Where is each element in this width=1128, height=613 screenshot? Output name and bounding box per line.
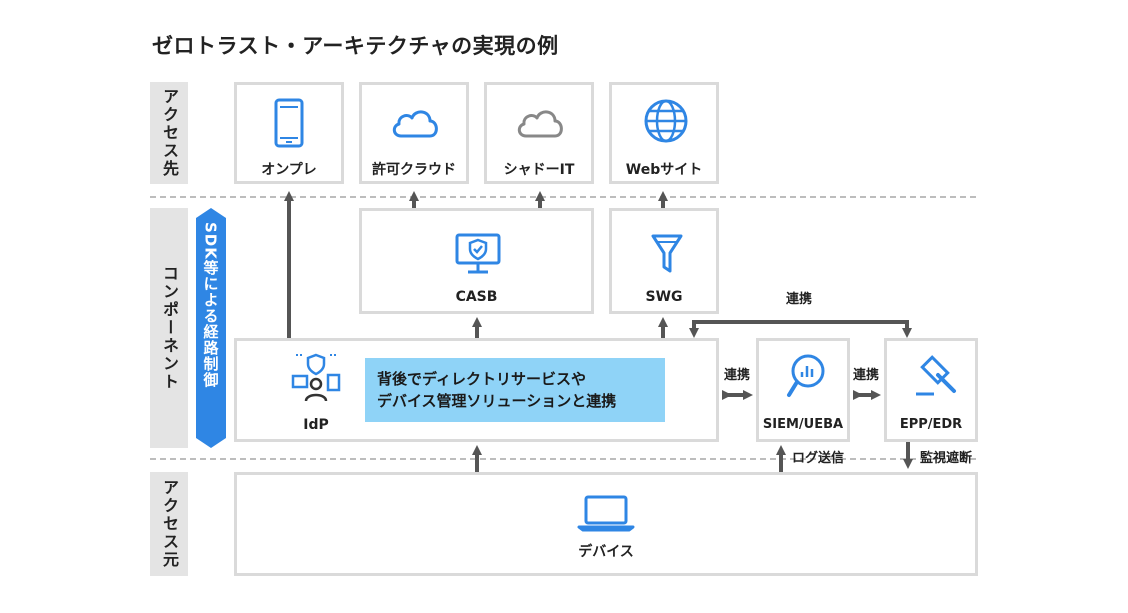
component-edr-label: EPP/EDR bbox=[899, 417, 963, 432]
diagram-title: ゼロトラスト・アーキテクチャの実現の例 bbox=[152, 34, 559, 58]
separator-top bbox=[150, 196, 976, 198]
component-siem-label: SIEM/UEBA bbox=[762, 417, 844, 432]
component-idp-label: IdP bbox=[303, 417, 329, 433]
dest-onprem: オンプレ bbox=[234, 82, 344, 184]
secure-monitor-icon bbox=[455, 233, 501, 274]
source-devices: デバイス bbox=[234, 472, 978, 576]
component-casb: CASB bbox=[359, 208, 594, 314]
idp-callout-line1: 背後でディレクトリサービスや bbox=[377, 370, 586, 388]
sdk-routing-label-wrap: SDK等による経路制御 bbox=[196, 222, 226, 432]
laptop-icon bbox=[577, 495, 635, 532]
monitor-block-label: 監視遮断 bbox=[920, 451, 973, 466]
component-swg: SWG bbox=[609, 208, 719, 314]
link-top-label: 連携 bbox=[786, 292, 813, 307]
dest-website: Webサイト bbox=[609, 82, 719, 184]
sdk-routing-label: SDK等による経路制御 bbox=[201, 222, 220, 388]
dest-onprem-label: オンプレ bbox=[261, 162, 317, 178]
cloud-gray-icon bbox=[517, 110, 563, 138]
band-destination: アクセス先 bbox=[150, 82, 188, 184]
smartphone-icon bbox=[274, 98, 304, 148]
band-component-label: コンポーネント bbox=[160, 265, 179, 391]
gavel-icon bbox=[916, 355, 956, 396]
dest-allowed-cloud: 許可クラウド bbox=[359, 82, 469, 184]
dest-website-label: Webサイト bbox=[625, 162, 703, 178]
dest-shadow-it: シャドーIT bbox=[484, 82, 594, 184]
analytics-search-icon bbox=[787, 354, 825, 397]
separator-bottom bbox=[150, 458, 976, 460]
log-send-label: ログ送信 bbox=[792, 451, 845, 466]
dest-allowed-cloud-label: 許可クラウド bbox=[372, 162, 456, 178]
component-casb-label: CASB bbox=[455, 289, 498, 305]
dest-shadow-it-label: シャドーIT bbox=[503, 162, 575, 178]
component-swg-label: SWG bbox=[645, 289, 683, 305]
band-destination-label: アクセス先 bbox=[160, 88, 179, 178]
band-source: アクセス元 bbox=[150, 472, 188, 576]
cloud-icon bbox=[392, 110, 438, 138]
band-component: コンポーネント bbox=[150, 208, 188, 448]
source-devices-label: デバイス bbox=[578, 544, 634, 560]
component-siem: SIEM/UEBA bbox=[756, 338, 850, 442]
idp-callout: 背後でディレクトリサービスや デバイス管理ソリューションと連携 bbox=[365, 358, 665, 422]
globe-icon bbox=[644, 99, 688, 143]
sdk-routing-banner bbox=[196, 208, 226, 448]
link-siem-edr-label: 連携 bbox=[853, 368, 880, 383]
idp-callout-line2: デバイス管理ソリューションと連携 bbox=[377, 392, 617, 410]
identity-provider-icon bbox=[291, 353, 341, 402]
band-source-label: アクセス元 bbox=[160, 479, 179, 569]
arrow-link-bracket bbox=[692, 320, 909, 330]
filter-icon bbox=[651, 234, 683, 273]
link-idp-siem-label: 連携 bbox=[724, 368, 751, 383]
component-edr: EPP/EDR bbox=[884, 338, 978, 442]
